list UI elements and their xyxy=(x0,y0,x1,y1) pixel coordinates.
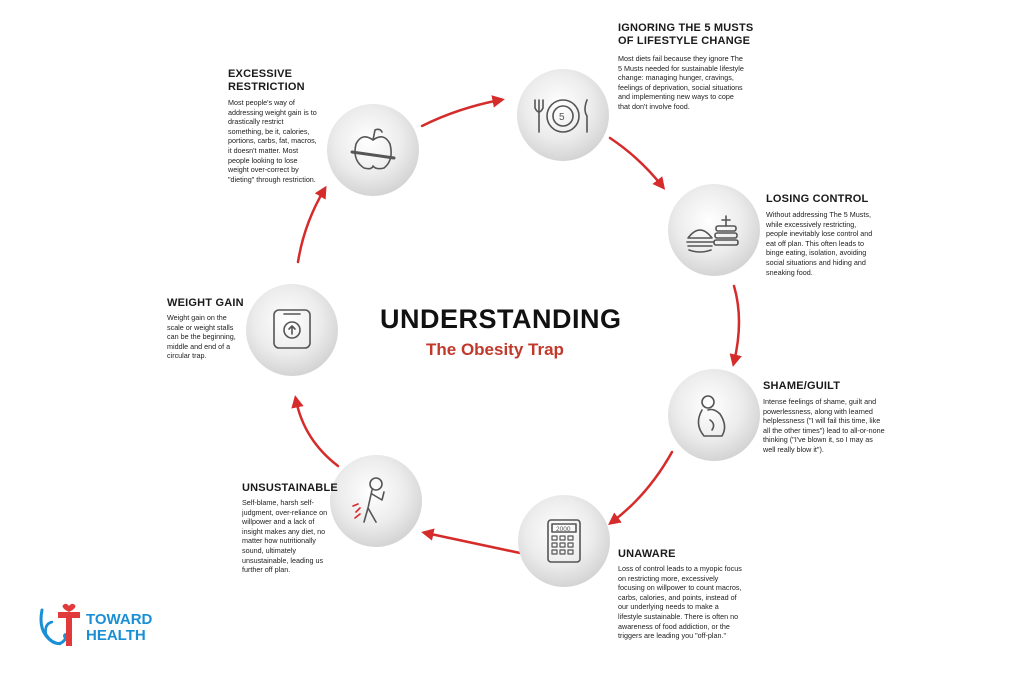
calculator-icon: 2000 xyxy=(547,519,581,563)
subtitle: The Obesity Trap xyxy=(426,340,564,359)
logo-line1: TOWARD xyxy=(86,611,153,628)
scale-icon xyxy=(273,309,311,349)
arrow-unaware-to-unsustainable xyxy=(421,528,522,555)
svg-text:2000: 2000 xyxy=(556,526,571,533)
stethoscope-t-heart-icon xyxy=(39,603,80,646)
arrow-losing-to-shame xyxy=(729,284,742,367)
arrow-weightgain-to-restriction xyxy=(296,185,327,264)
injured-person-icon xyxy=(352,477,385,523)
node-title-excessive-restriction: EXCESSIVE RESTRICTION xyxy=(228,68,305,93)
arrow-shame-to-unaware xyxy=(608,450,674,526)
node-desc-unsustainable: Self-blame, harsh self-judgment, over-re… xyxy=(242,498,328,575)
svg-text:5: 5 xyxy=(559,112,565,123)
node-desc-excessive-restriction: Most people's way of addressing weight g… xyxy=(228,98,317,184)
plate-fork-knife-icon: 5 xyxy=(534,99,588,133)
node-desc-unaware: Loss of control leads to a myopic focus … xyxy=(618,564,742,641)
node-desc-losing-control: Without addressing The 5 Musts, while ex… xyxy=(766,210,873,277)
node-desc-shame-guilt: Intense feelings of shame, guilt and pow… xyxy=(763,397,885,454)
circle-unsustainable xyxy=(330,455,422,547)
arrow-ignoring-to-losing xyxy=(608,136,666,190)
node-circles xyxy=(246,69,760,587)
circle-ignoring xyxy=(517,69,609,161)
node-title-ignoring: IGNORING THE 5 MUSTS OF LIFESTYLE CHANGE xyxy=(618,22,754,47)
node-title-losing-control: LOSING CONTROL xyxy=(766,193,869,205)
cycle-arrows xyxy=(291,95,742,555)
apple-measuring-tape-icon xyxy=(350,128,396,170)
circle-excessive-restriction xyxy=(327,104,419,196)
node-title-shame-guilt: SHAME/GUILT xyxy=(763,380,841,392)
node-title-weight-gain: WEIGHT GAIN xyxy=(167,297,244,309)
arrow-unsustainable-to-weightgain xyxy=(291,395,340,468)
node-desc-ignoring: Most diets fail because they ignore The … xyxy=(618,54,744,111)
node-title-unaware: UNAWARE xyxy=(618,548,676,560)
main-title: UNDERSTANDING xyxy=(380,304,622,334)
burger-pancakes-icon xyxy=(686,215,739,253)
arrow-restriction-to-ignoring xyxy=(420,95,505,128)
logo-text: TOWARD HEALTH xyxy=(86,612,152,644)
circle-unaware xyxy=(518,495,610,587)
circle-losing-control xyxy=(668,184,760,276)
circle-shame-guilt xyxy=(668,369,760,461)
node-desc-weight-gain: Weight gain on the scale or weight stall… xyxy=(167,313,236,361)
logo-line2: HEALTH xyxy=(86,627,146,644)
node-title-unsustainable: UNSUSTAINABLE xyxy=(242,482,338,494)
crouching-person-icon xyxy=(697,395,726,437)
